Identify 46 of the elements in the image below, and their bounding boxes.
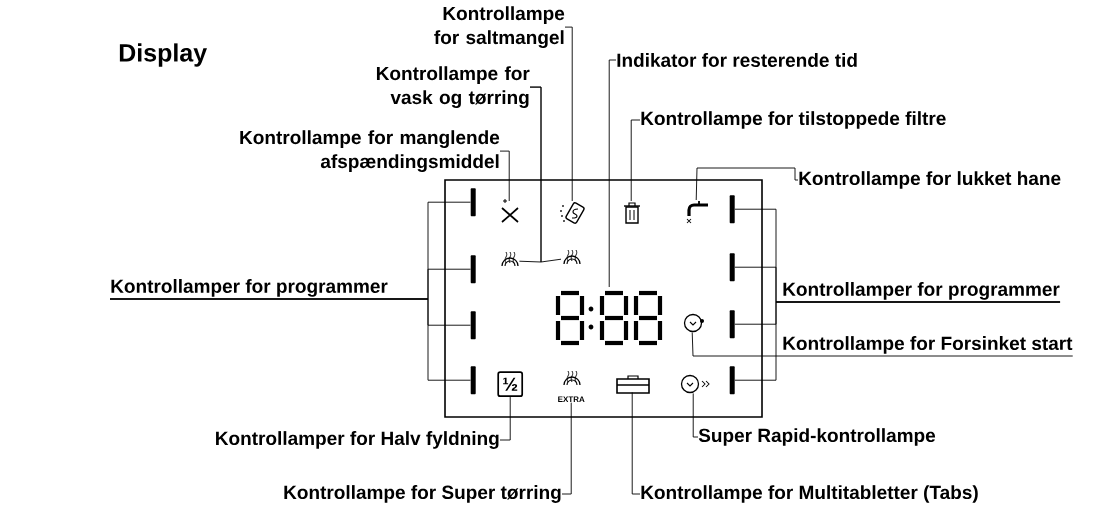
callout-label: Kontrollampe for lukket hane	[799, 171, 1061, 189]
callout-label: Kontrollampe for tilstoppede filtre	[641, 111, 946, 129]
program-bar	[470, 188, 476, 217]
leader-line	[630, 119, 641, 202]
rinse-aid-icon	[501, 198, 519, 223]
steam-bowl-icon	[563, 249, 581, 265]
steam-bowl-icon	[501, 251, 519, 267]
leader-line	[631, 391, 641, 495]
leader-line	[499, 150, 510, 202]
tablet-icon	[616, 375, 650, 394]
callout-label: Kontrollampe for Super tørring	[284, 485, 561, 503]
title: Display	[119, 43, 207, 67]
leader-line	[691, 331, 1074, 357]
program-bar	[729, 195, 735, 224]
leader-line	[695, 167, 799, 201]
program-bar	[470, 311, 476, 340]
salt-icon	[560, 202, 585, 224]
program-bar	[729, 366, 735, 395]
leader-line	[692, 392, 699, 438]
callout-label: Kontrollamper for programmer	[783, 282, 1060, 300]
leader-line	[608, 59, 617, 288]
leader-line	[109, 298, 471, 381]
callout-label: Kontrollampe for manglende afspændingsmiddel	[240, 130, 500, 172]
clock-icon	[683, 313, 704, 333]
callout-label: Kontrollamper for programmer	[111, 279, 388, 297]
fast-clock-icon	[680, 374, 710, 394]
callout-label: Kontrollamper for Halv fyldning	[216, 431, 499, 449]
program-bar	[729, 253, 735, 282]
callout-label: Super Rapid-kontrollampe	[698, 428, 936, 446]
leader-line	[529, 86, 562, 263]
leader-line	[561, 402, 572, 495]
leader-line	[564, 26, 573, 202]
tap-icon	[686, 200, 708, 224]
callout-label: Kontrollampe for vask og tørring	[376, 66, 530, 108]
callout-label: Kontrollampe for Forsinket start	[783, 336, 1073, 354]
program-bar	[729, 310, 735, 339]
callout-label: Kontrollampe for Multitabletter (Tabs)	[641, 485, 978, 503]
leader-line	[499, 396, 511, 441]
segment-digits	[555, 290, 663, 346]
callout-label: Kontrollampe for saltmangel	[434, 6, 565, 48]
callout-label: Indikator for resterende tid	[617, 53, 857, 67]
display-frame	[444, 179, 763, 418]
program-bar	[470, 366, 476, 395]
leader-line	[734, 301, 1061, 381]
bin-icon	[623, 202, 641, 224]
program-bar	[470, 255, 476, 284]
